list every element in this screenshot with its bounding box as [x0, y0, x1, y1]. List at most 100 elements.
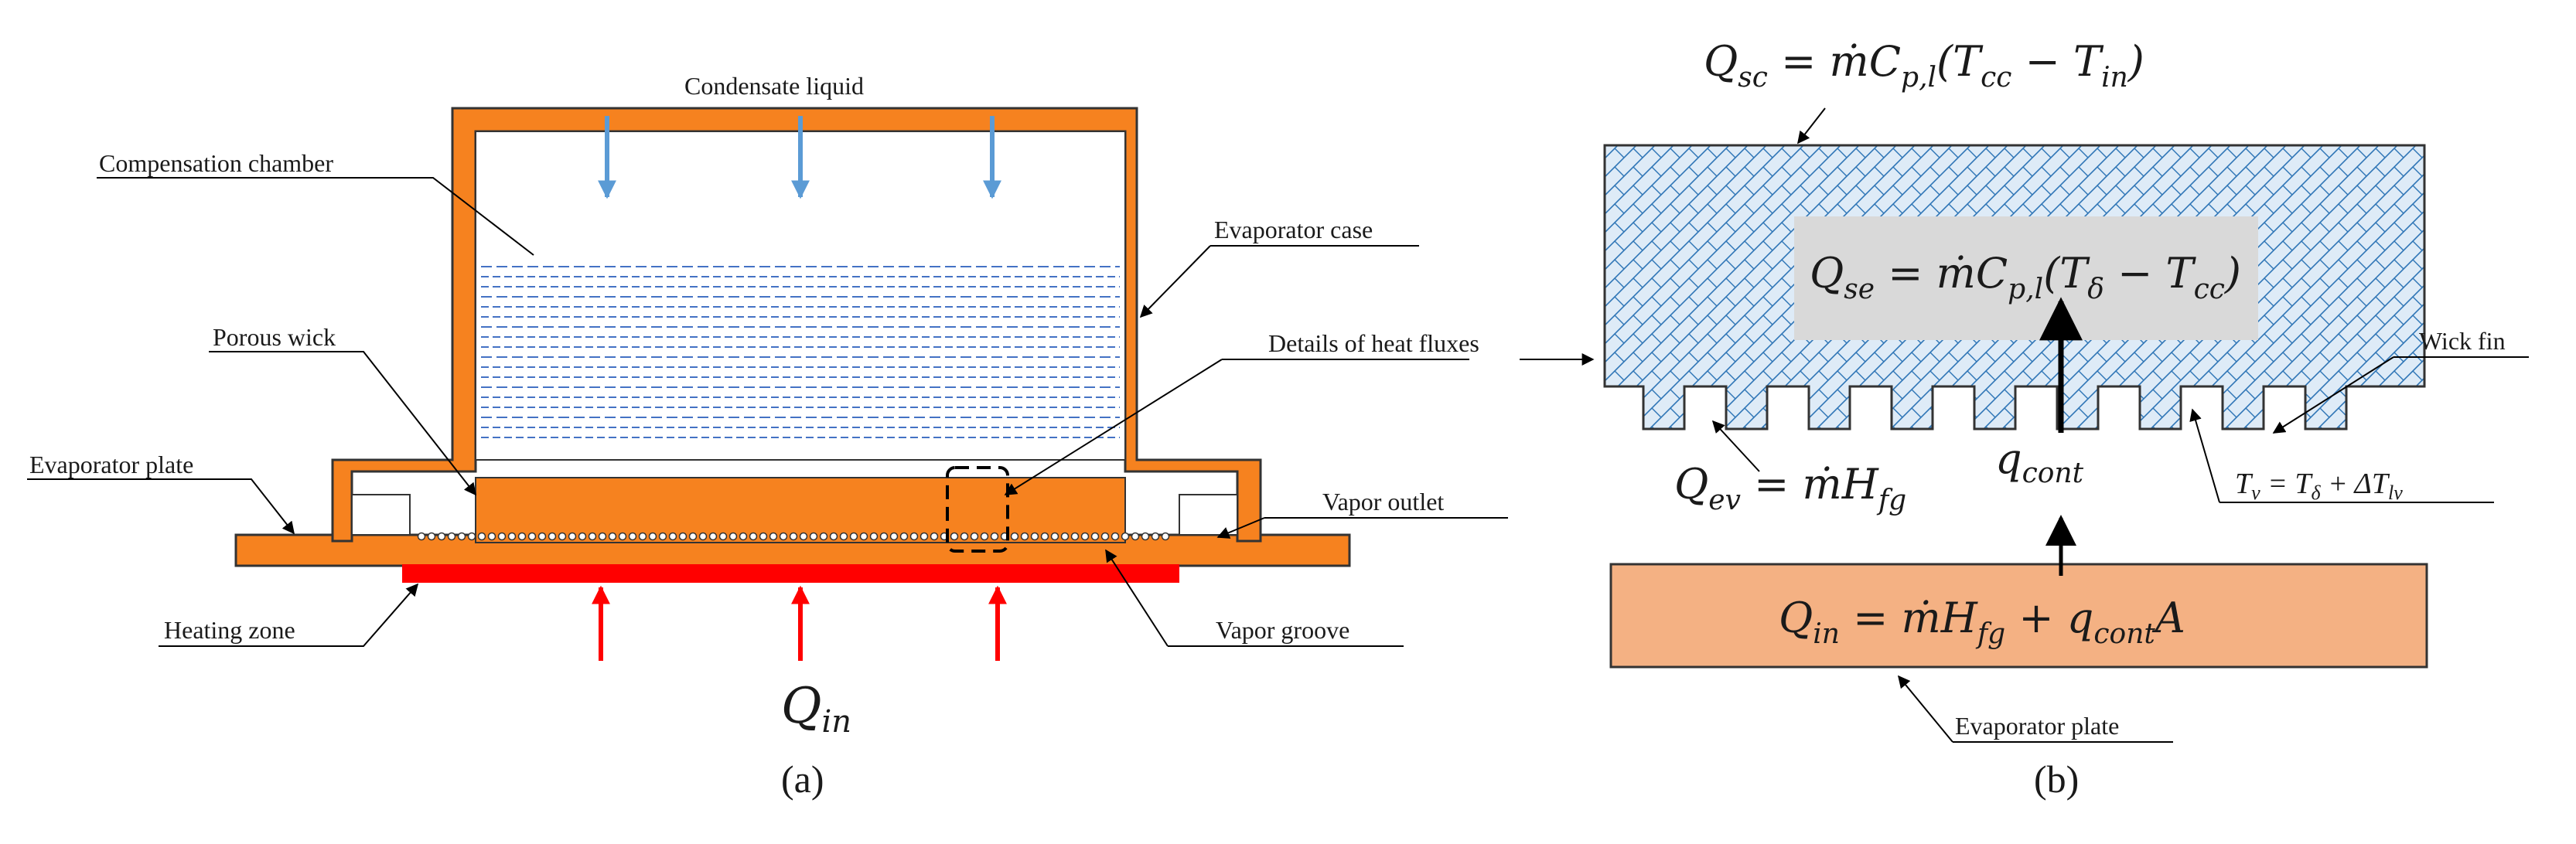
t-v-equation: Tv = Tδ + ΔTlv — [2235, 468, 2403, 504]
vapor-groove — [1070, 532, 1080, 541]
vapor-groove — [1010, 532, 1019, 541]
vapor-groove — [1141, 532, 1150, 541]
vapor-groove — [517, 532, 527, 541]
vapor-groove — [889, 532, 899, 541]
vapor-groove — [678, 532, 688, 541]
vapor-groove — [668, 532, 677, 541]
vapor-groove — [950, 532, 959, 541]
q-sc-equation: Qsc = ṁCp,l(Tcc − Tin) — [1704, 37, 2144, 94]
vapor-groove — [487, 532, 496, 541]
vapor-groove — [879, 532, 889, 541]
leader-lines-a — [27, 177, 1508, 647]
vapor-groove — [608, 532, 617, 541]
vapor-groove — [1131, 532, 1140, 541]
vapor-groove — [447, 532, 456, 541]
vapor-groove — [930, 532, 939, 541]
vapor-groove — [688, 532, 698, 541]
vapor-groove — [578, 532, 587, 541]
vapor-groove — [1161, 532, 1170, 541]
vapor-groove — [417, 532, 426, 541]
vapor-groove — [477, 532, 486, 541]
vapor-groove — [558, 532, 567, 541]
vapor-groove — [507, 532, 517, 541]
label-vapor-outlet: Vapor outlet — [1322, 488, 1444, 516]
label-heating-zone: Heating zone — [164, 616, 295, 644]
vapor-groove — [799, 532, 808, 541]
vapor-groove — [598, 532, 607, 541]
leader-lines-b — [1520, 107, 2529, 743]
vapor-groove — [658, 532, 667, 541]
vapor-groove — [537, 532, 547, 541]
vapor-groove — [789, 532, 798, 541]
vapor-outlet-left — [351, 494, 411, 536]
q-in-equation: Qin = ṁHfg + qcontA — [1779, 594, 2185, 650]
vapor-groove — [970, 532, 979, 541]
vapor-groove — [698, 532, 708, 541]
heat-flux-detail-box — [946, 466, 1009, 553]
vapor-groove — [1121, 532, 1130, 541]
label-compensation-chamber: Compensation chamber — [99, 149, 333, 177]
vapor-groove — [849, 532, 858, 541]
vapor-groove — [568, 532, 577, 541]
vapor-groove — [1080, 532, 1090, 541]
vapor-groove — [1060, 532, 1070, 541]
label-evaporator-plate-a: Evaporator plate — [29, 451, 193, 478]
q-ev-equation: Qev = ṁHfg — [1674, 460, 1906, 516]
vapor-groove — [909, 532, 919, 541]
vapor-groove — [527, 532, 537, 541]
vapor-groove — [779, 532, 788, 541]
vapor-groove — [427, 532, 436, 541]
vapor-groove — [819, 532, 828, 541]
q-se-equation: Qse = ṁCp,l(Tδ − Tcc) — [1810, 249, 2241, 305]
vapor-groove — [437, 532, 446, 541]
vapor-groove — [769, 532, 778, 541]
vapor-groove — [1040, 532, 1049, 541]
q-in-symbol: Qin — [781, 678, 851, 740]
evaporator-plate-b — [1609, 563, 2428, 669]
vapor-groove — [548, 532, 557, 541]
vapor-groove — [467, 532, 476, 541]
q-cont-label: qcont — [1995, 434, 2084, 489]
label-condensate: Condensate liquid — [684, 72, 864, 100]
vapor-groove — [1100, 532, 1110, 541]
panel-b: Qsc = ṁCp,l(Tcc − Tin) Qse = ṁCp,l(Tδ − … — [1520, 37, 2529, 801]
caption-a: (a) — [781, 757, 824, 801]
vapor-groove — [1030, 532, 1039, 541]
vapor-groove — [497, 532, 507, 541]
label-evaporator-case: Evaporator case — [1214, 216, 1373, 243]
label-wick-fin: Wick fin — [2419, 327, 2506, 355]
vapor-groove — [718, 532, 728, 541]
vapor-groove — [990, 532, 999, 541]
vapor-grooves — [417, 532, 1170, 541]
vapor-groove — [628, 532, 637, 541]
vapor-groove — [638, 532, 647, 541]
vapor-groove — [920, 532, 929, 541]
vapor-groove — [1020, 532, 1029, 541]
q-se-box — [1794, 216, 2258, 340]
vapor-groove — [1050, 532, 1059, 541]
vapor-groove — [588, 532, 597, 541]
vapor-groove — [869, 532, 879, 541]
vapor-groove — [457, 532, 466, 541]
vapor-groove — [859, 532, 868, 541]
vapor-groove — [759, 532, 768, 541]
label-porous-wick: Porous wick — [213, 323, 336, 351]
vapor-groove — [1151, 532, 1160, 541]
vapor-groove — [749, 532, 758, 541]
evaporator-case — [331, 107, 1262, 543]
label-heat-flux-details: Details of heat fluxes — [1268, 329, 1479, 357]
vapor-groove — [899, 532, 909, 541]
caption-b: (b) — [2034, 757, 2079, 801]
vapor-groove — [1090, 532, 1100, 541]
vapor-outlet-right — [1179, 494, 1238, 536]
label-vapor-groove: Vapor groove — [1216, 616, 1349, 644]
heating-zone — [402, 564, 1179, 583]
panel-a: Condensate liquid Compensation chamber E… — [27, 72, 1508, 801]
vapor-groove — [980, 532, 989, 541]
vapor-groove — [708, 532, 718, 541]
vapor-groove — [728, 532, 738, 541]
vapor-groove — [1111, 532, 1120, 541]
vapor-groove — [618, 532, 627, 541]
